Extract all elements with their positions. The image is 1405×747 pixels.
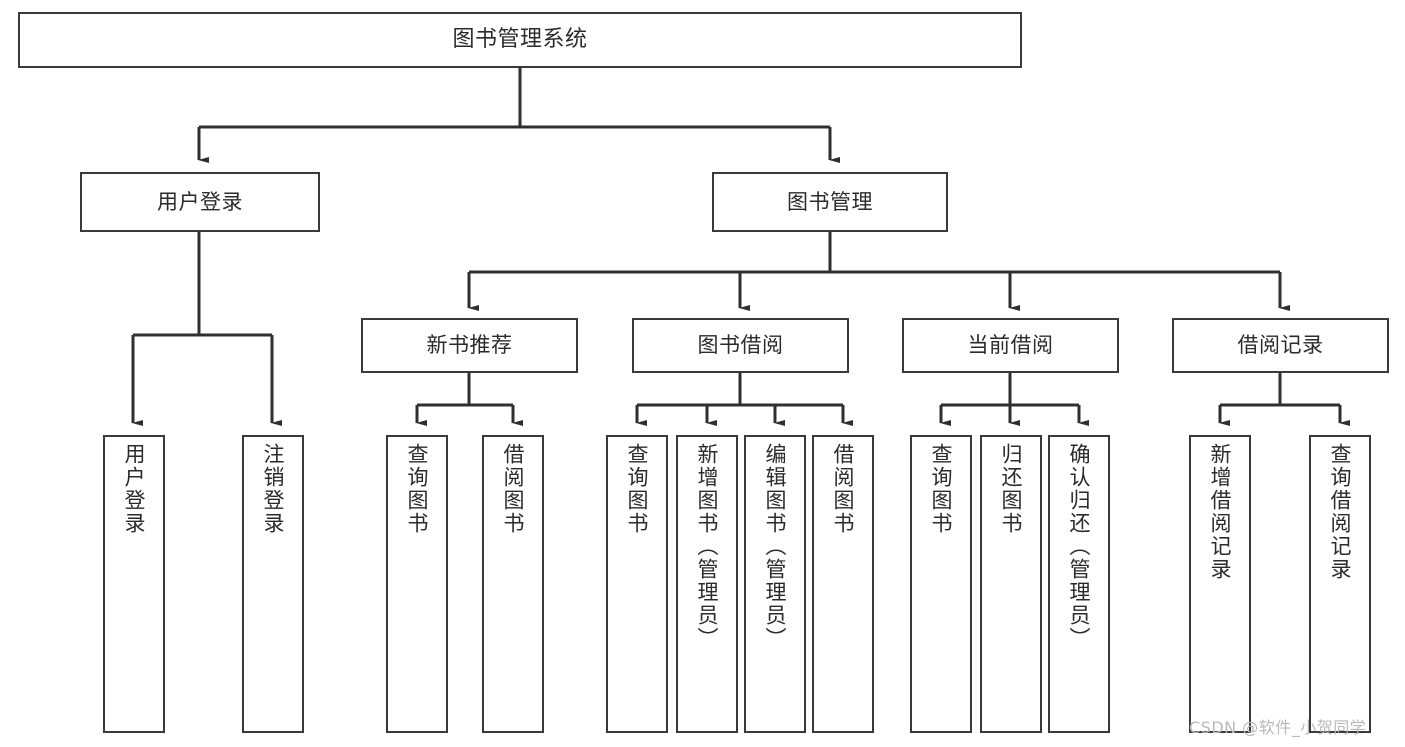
- node-label: 查询图书: [625, 443, 650, 535]
- node-label: 查询图书: [929, 443, 954, 535]
- node-label: 归还图书: [999, 443, 1024, 535]
- node-label: 用户登录: [122, 443, 147, 535]
- node-borrow-record[interactable]: 借阅记录: [1172, 318, 1389, 373]
- node-label: 查询借阅记录: [1328, 443, 1353, 581]
- node-label: 用户登录: [157, 189, 243, 214]
- node-label: 查询图书: [405, 443, 430, 535]
- leaf-borrow-book[interactable]: 借阅图书: [812, 435, 874, 733]
- leaf-confirm-return-admin[interactable]: 确认归还（管理员）: [1048, 435, 1110, 733]
- node-label: 借阅图书: [501, 443, 526, 535]
- leaf-return-book[interactable]: 归还图书: [980, 435, 1042, 733]
- node-label: 确认归还（管理员）: [1067, 443, 1092, 650]
- watermark-csdn: CSDN @软件_小贺同学: [1189, 718, 1367, 737]
- node-user-login[interactable]: 用户登录: [80, 172, 320, 232]
- leaf-add-book-admin[interactable]: 新增图书（管理员）: [676, 435, 738, 733]
- node-label: 新增借阅记录: [1208, 443, 1233, 581]
- node-label: 当前借阅: [967, 333, 1054, 358]
- leaf-query-book-current[interactable]: 查询图书: [910, 435, 972, 733]
- node-root-book-management-system[interactable]: 图书管理系统: [18, 12, 1022, 68]
- node-label: 图书借阅: [697, 333, 784, 358]
- leaf-query-book-recommend[interactable]: 查询图书: [386, 435, 448, 733]
- leaf-query-book-borrow[interactable]: 查询图书: [606, 435, 668, 733]
- node-label: 新增图书（管理员）: [695, 443, 720, 650]
- leaf-logout[interactable]: 注销登录: [242, 435, 304, 733]
- leaf-query-borrow-record[interactable]: 查询借阅记录: [1309, 435, 1371, 733]
- node-label: 借阅图书: [831, 443, 856, 535]
- leaf-edit-book-admin[interactable]: 编辑图书（管理员）: [744, 435, 806, 733]
- node-label: 借阅记录: [1237, 333, 1324, 358]
- leaf-add-borrow-record[interactable]: 新增借阅记录: [1189, 435, 1251, 733]
- node-label: 编辑图书（管理员）: [763, 443, 788, 650]
- node-book-management[interactable]: 图书管理: [712, 172, 948, 232]
- leaf-user-login[interactable]: 用户登录: [103, 435, 165, 733]
- node-book-borrow[interactable]: 图书借阅: [632, 318, 849, 373]
- node-label: 注销登录: [261, 443, 286, 535]
- node-new-book-recommend[interactable]: 新书推荐: [361, 318, 578, 373]
- node-label: 新书推荐: [426, 333, 513, 358]
- node-label: 图书管理系统: [452, 27, 588, 53]
- node-current-borrow[interactable]: 当前借阅: [902, 318, 1119, 373]
- node-label: 图书管理: [787, 189, 873, 214]
- leaf-borrow-book-recommend[interactable]: 借阅图书: [482, 435, 544, 733]
